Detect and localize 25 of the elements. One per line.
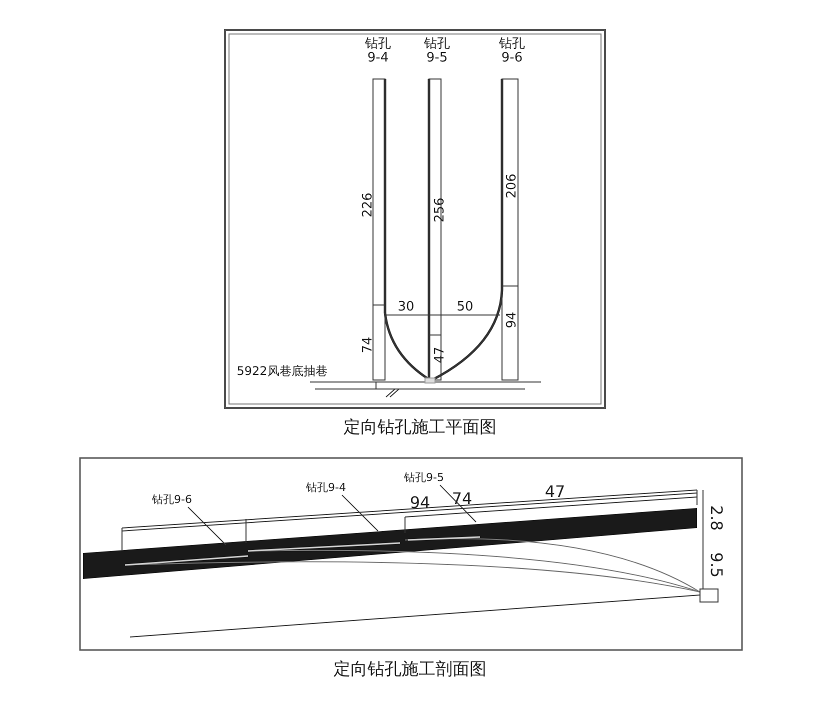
borehole-label: 钻孔9-4 xyxy=(306,482,346,494)
dimension-label: 226 xyxy=(362,192,374,218)
dimension-label: 256 xyxy=(434,198,446,222)
borehole-label: 钻孔 9-6 xyxy=(498,38,526,66)
figure-caption: 定向钻孔施工剖面图 xyxy=(334,662,486,678)
figure-caption: 定向钻孔施工平面图 xyxy=(344,420,496,436)
dimension-label: 50 xyxy=(456,300,474,314)
roadway-label: 5922风巷底抽巷 xyxy=(236,365,328,377)
borehole-label: 钻孔 9-4 xyxy=(364,38,392,66)
dimension-label: 47 xyxy=(434,346,446,364)
borehole-label: 钻孔9-6 xyxy=(152,494,192,506)
dimension-label: 206 xyxy=(506,174,518,198)
leader-line xyxy=(439,484,476,522)
dimension-label: 9.5 xyxy=(708,552,724,578)
dimension-label: 74 xyxy=(452,491,472,507)
dimension-label: 47 xyxy=(544,484,566,500)
leader-line xyxy=(341,494,378,532)
dimension-label: 30 xyxy=(398,300,414,314)
borehole-label: 钻孔9-5 xyxy=(404,472,444,484)
dimension-label: 2.8 xyxy=(708,505,724,531)
dimension-label: 94 xyxy=(506,312,518,328)
leader-line xyxy=(187,506,226,546)
borehole-label: 钻孔 9-5 xyxy=(423,38,451,66)
dimension-label: 74 xyxy=(362,336,374,354)
dimension-label: 94 xyxy=(410,495,430,511)
